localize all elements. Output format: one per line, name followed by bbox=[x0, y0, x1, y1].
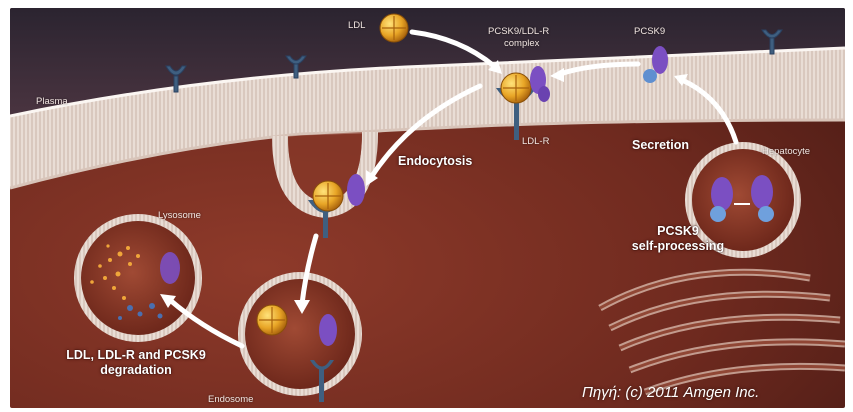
ldl-label: LDL bbox=[348, 20, 365, 31]
complex-label-line2: complex bbox=[504, 38, 539, 49]
ldl-r-label: LDL-R bbox=[522, 136, 549, 147]
endosome-label: Endosome bbox=[208, 394, 253, 405]
pcsk9-label: PCSK9 bbox=[634, 26, 665, 37]
endocytosis-label: Endocytosis bbox=[398, 154, 472, 169]
image-credit: Πηγή: (c) 2011 Amgen Inc. bbox=[582, 384, 759, 401]
lysosome-label: Lysosome bbox=[158, 210, 201, 221]
complex-label-line1: PCSK9/LDL-R bbox=[488, 26, 549, 37]
plasma-label: Plasma bbox=[36, 96, 68, 107]
pcsk9-pathway-illustration: LDL PCSK9/LDL-R complex PCSK9 Plasma End… bbox=[10, 8, 845, 408]
lysosome bbox=[74, 214, 202, 342]
self-processing-label: PCSK9 self-processing bbox=[608, 224, 748, 254]
hepatocyte-label: Hepatocyte bbox=[762, 146, 810, 157]
degradation-label: LDL, LDL-R and PCSK9 degradation bbox=[36, 348, 236, 378]
secretion-label: Secretion bbox=[632, 138, 689, 153]
